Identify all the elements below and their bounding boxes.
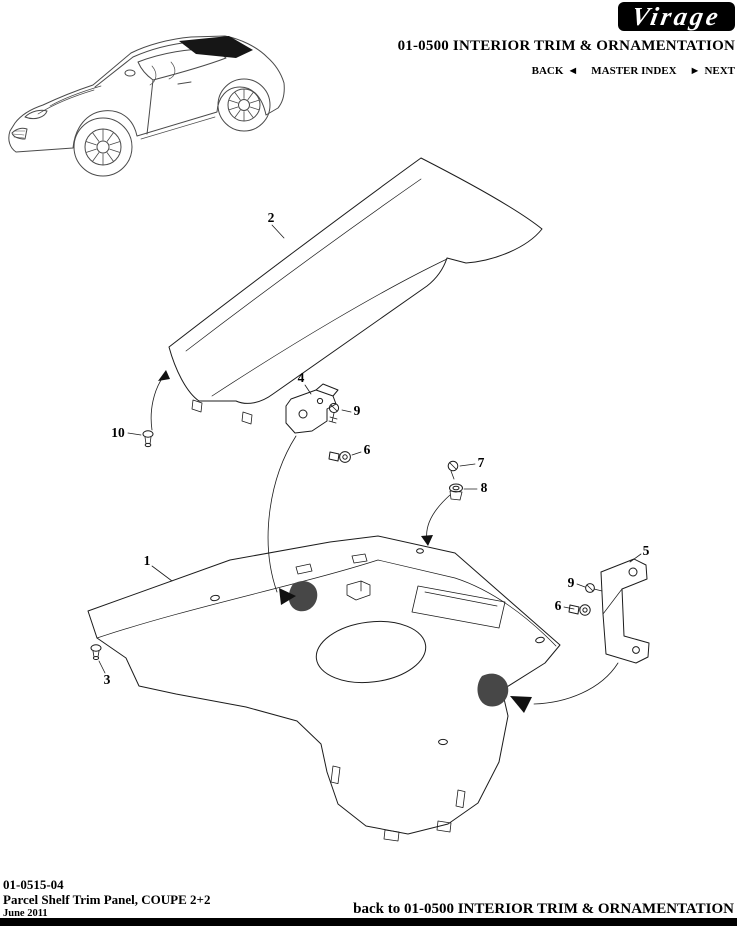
doc-number: 01-0515-04	[3, 877, 64, 892]
rear-wheel	[217, 78, 271, 132]
clip-part-3	[90, 644, 102, 660]
section-title: 01-0500 INTERIOR TRIM & ORNAMENTATION	[397, 38, 735, 54]
virage-logo: Virage	[618, 2, 735, 31]
callout-6a: 6	[364, 442, 371, 457]
car-door-line	[146, 79, 154, 135]
screw-part-9-upper	[328, 402, 340, 424]
bracket-part-5	[600, 558, 650, 664]
car-door-handle	[177, 81, 192, 85]
page-header: Virage 01-0500 INTERIOR TRIM & ORNAMENTA…	[398, 2, 735, 77]
car-hood-creases	[37, 85, 102, 115]
assembly-arrows	[158, 370, 532, 713]
car-seats	[149, 61, 176, 86]
fastener-part-6-lower	[568, 604, 591, 616]
grommet-part-8	[449, 483, 463, 501]
callout-6b: 6	[555, 598, 562, 613]
main-shelf-panel-part-1	[87, 535, 561, 842]
back-arrow-icon[interactable]: ◄	[567, 65, 579, 77]
callout-1: 1	[144, 553, 151, 568]
front-wheel	[73, 117, 133, 177]
car-mirror	[124, 69, 136, 77]
car-headlight	[24, 109, 48, 120]
mount-pocket-left	[288, 581, 318, 612]
callout-9a: 9	[354, 403, 361, 418]
callout-10: 10	[111, 425, 125, 440]
back-to-section-link[interactable]: back to 01-0500 INTERIOR TRIM & ORNAMENT…	[353, 901, 734, 917]
next-link[interactable]: NEXT	[704, 65, 735, 77]
back-link[interactable]: BACK	[531, 65, 564, 77]
footer-bar	[0, 918, 737, 926]
car-windshield	[94, 41, 192, 88]
screw-part-7	[447, 460, 459, 480]
car-sill-line	[140, 116, 216, 140]
doc-date: June 2011	[3, 908, 48, 919]
fastener-part-6-upper	[328, 451, 351, 463]
car-body-outline	[8, 35, 285, 153]
exploded-diagram: 2 4 9 6 10 7 8 1 3 5 9 6	[87, 157, 650, 842]
screw-part-9-lower	[585, 583, 603, 593]
next-arrow-icon[interactable]: ►	[689, 65, 701, 77]
car-grille	[11, 127, 28, 140]
callout-7: 7	[478, 455, 485, 470]
doc-title: Parcel Shelf Trim Panel, COUPE 2+2	[3, 892, 211, 907]
mount-pocket-right	[477, 673, 509, 707]
car-side-glass	[137, 48, 227, 81]
header-nav: BACK◄ MASTER INDEX ►NEXT	[398, 65, 735, 77]
upper-trim-panel-part-2	[168, 157, 543, 425]
callout-8: 8	[481, 480, 488, 495]
parcel-shelf-highlight	[179, 36, 253, 58]
leader-lines	[98, 224, 642, 705]
virage-logo-text: Virage	[629, 2, 724, 31]
bracket-part-4	[285, 383, 339, 434]
master-index-link[interactable]: MASTER INDEX	[591, 65, 677, 77]
callout-4: 4	[298, 370, 305, 385]
callout-2: 2	[268, 210, 275, 225]
callout-3: 3	[104, 672, 111, 687]
clip-part-10	[142, 430, 154, 448]
callout-5: 5	[643, 543, 650, 558]
car-illustration	[8, 35, 285, 177]
callout-labels: 2 4 9 6 10 7 8 1 3 5 9 6	[104, 210, 650, 687]
callout-9b: 9	[568, 575, 575, 590]
